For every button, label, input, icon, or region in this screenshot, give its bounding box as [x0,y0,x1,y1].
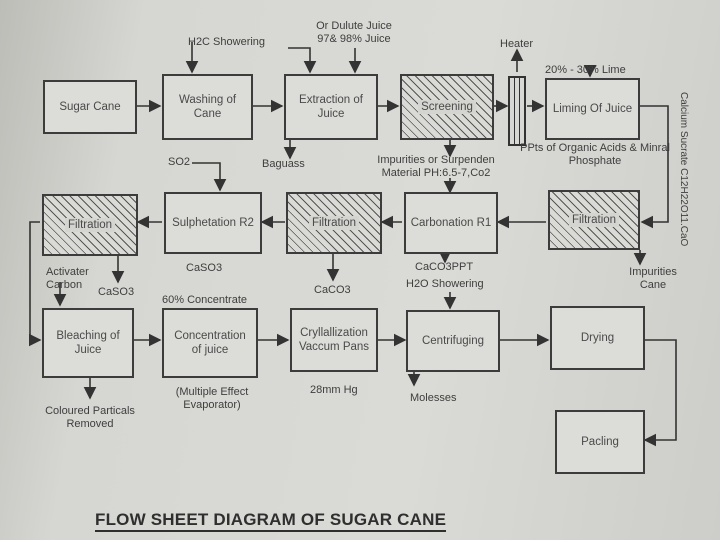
centrifuging-label: Centrifuging [421,335,484,347]
crystallization-box: Cryllallization Vaccum Pans [290,308,378,372]
page-title: FLOW SHEET DIAGRAM OF SUGAR CANE [95,510,447,532]
sulphetation-box: Sulphetation R2 [164,192,262,254]
sugar-cane-box: Sugar Cane [43,80,137,134]
screening-box: Screening [400,74,494,140]
caso3-left-label: CaSO3 [98,286,135,298]
extraction-box: Extraction of Juice [284,74,378,140]
impurities-screening-label: Impurities or Surpenden Material PH:6.5-… [377,154,495,179]
filtration-right-box: Filtration [548,190,640,250]
filtration-left-label: Filtration [64,218,116,232]
carbonation-label: Carbonation R1 [410,217,492,229]
lime-label: 20% - 30% Lime [545,64,626,76]
sixty-concentrate-label: 60% Concentrate [162,294,247,306]
coloured-particals-label: Coloured Particals Removed [45,405,135,430]
carbonation-box: Carbonation R1 [404,192,498,254]
drying-box: Drying [550,306,645,370]
multiple-effect-label: (Multiple Effect Evaporator) [175,386,249,411]
mm-hg-label: 28mm Hg [310,384,358,396]
ppts-organic-label: PPts of Organic Acids & Minral Phosphate [520,142,670,167]
filtration-right-label: Filtration [568,213,620,227]
h2o-showering2-label: H2O Showering [406,278,484,290]
concentration-box: Concentration of juice [162,308,258,378]
filtration-mid-label: Filtration [308,216,360,230]
baguass-label: Baguass [262,158,305,170]
bleaching-box: Bleaching of Juice [42,308,134,378]
impurities-cane-label: Impurities Cane [629,266,677,291]
caco3-label: CaCO3 [314,284,351,296]
concentration-label: Concentration of juice [174,330,246,356]
filtration-mid-box: Filtration [286,192,382,254]
packing-box: Pacling [555,410,645,474]
h2o-showering-label: H2C Showering [188,36,266,48]
heater-element [508,76,526,146]
caso3-mid-label: CaSO3 [186,262,223,274]
calcium-sucrate-label: Calcium Sucrate C12H22O11.CaO [678,92,689,247]
washing-box: Washing of Cane [162,74,253,140]
screening-label: Screening [418,100,476,114]
molesses-label: Molesses [410,392,457,404]
crystallization-label: Cryllallization Vaccum Pans [298,327,370,353]
extraction-label: Extraction of Juice [299,94,363,120]
heater-label: Heater [500,38,534,50]
dilute-juice-label: Or Dulute Juice 97& 98% Juice [316,20,392,45]
liming-box: Liming Of Juice [545,78,640,140]
caco3-ppt-label: CaCO3PPT [415,261,474,273]
sulphetation-label: Sulphetation R2 [172,217,254,229]
packing-label: Pacling [581,436,619,448]
filtration-left-box: Filtration [42,194,138,256]
drying-label: Drying [580,332,615,344]
activater-carbon-label: Activater Carbon [46,266,89,291]
centrifuging-box: Centrifuging [406,310,500,372]
sugar-cane-label: Sugar Cane [59,101,121,113]
liming-label: Liming Of Juice [552,103,633,115]
so2-label: SO2 [168,156,191,168]
bleaching-label: Bleaching of Juice [56,330,120,356]
washing-label: Washing of Cane [178,94,237,120]
